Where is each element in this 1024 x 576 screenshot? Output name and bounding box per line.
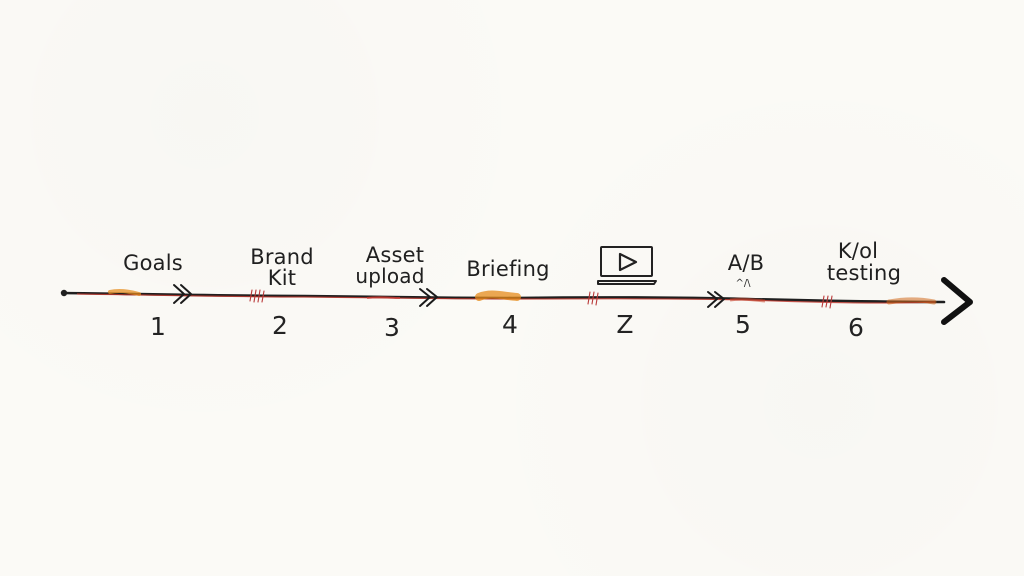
step-6-label: A/B: [728, 251, 764, 275]
step-2-label-line-2: Kit: [268, 266, 296, 290]
timeline-arrows: [173, 277, 973, 325]
double-chevron-icon: [173, 284, 192, 304]
step-1-number: 1: [150, 312, 166, 341]
step-7-label-line-1: K/ol: [838, 239, 878, 263]
step-1-label: Goals: [123, 251, 183, 275]
step-6-sub-label: ^/\: [735, 278, 751, 289]
step-4: Briefing 4: [466, 257, 549, 339]
step-6-number: 5: [735, 310, 751, 339]
step-7: K/ol testing 6: [827, 239, 901, 342]
step-5-video: Z: [597, 246, 657, 339]
tick-mark: [249, 289, 265, 303]
orange-highlight: [108, 288, 141, 296]
step-7-number: 6: [848, 313, 864, 342]
step-2-label-line-1: Brand: [250, 245, 314, 269]
double-chevron-icon: [419, 288, 438, 307]
step-5-number: Z: [616, 310, 633, 339]
step-4-label: Briefing: [466, 257, 549, 281]
step-3-label-line-2: upload: [355, 264, 424, 288]
tick-mark: [587, 291, 599, 306]
timeline-ticks: [249, 289, 833, 309]
step-3: Asset upload 3: [355, 243, 424, 342]
step-4-number: 4: [502, 310, 518, 339]
step-2: Brand Kit 2: [250, 245, 314, 340]
arrow-head-icon: [941, 277, 973, 325]
orange-highlight: [475, 290, 521, 301]
orange-highlight: [886, 297, 937, 305]
step-1: Goals 1: [123, 251, 183, 341]
video-player-icon: [597, 246, 657, 285]
timeline-accents: [108, 288, 937, 305]
step-7-label-line-2: testing: [827, 261, 901, 285]
red-highlight: [366, 296, 401, 299]
tick-mark: [821, 295, 833, 309]
double-chevron-icon: [707, 291, 725, 308]
step-3-label-line-1: Asset: [366, 243, 424, 267]
step-6: A/B ^/\ 5: [728, 251, 764, 339]
step-3-number: 3: [384, 313, 400, 342]
red-highlight: [729, 297, 766, 303]
timeline-start-dot: [60, 289, 68, 297]
step-2-number: 2: [272, 311, 288, 340]
